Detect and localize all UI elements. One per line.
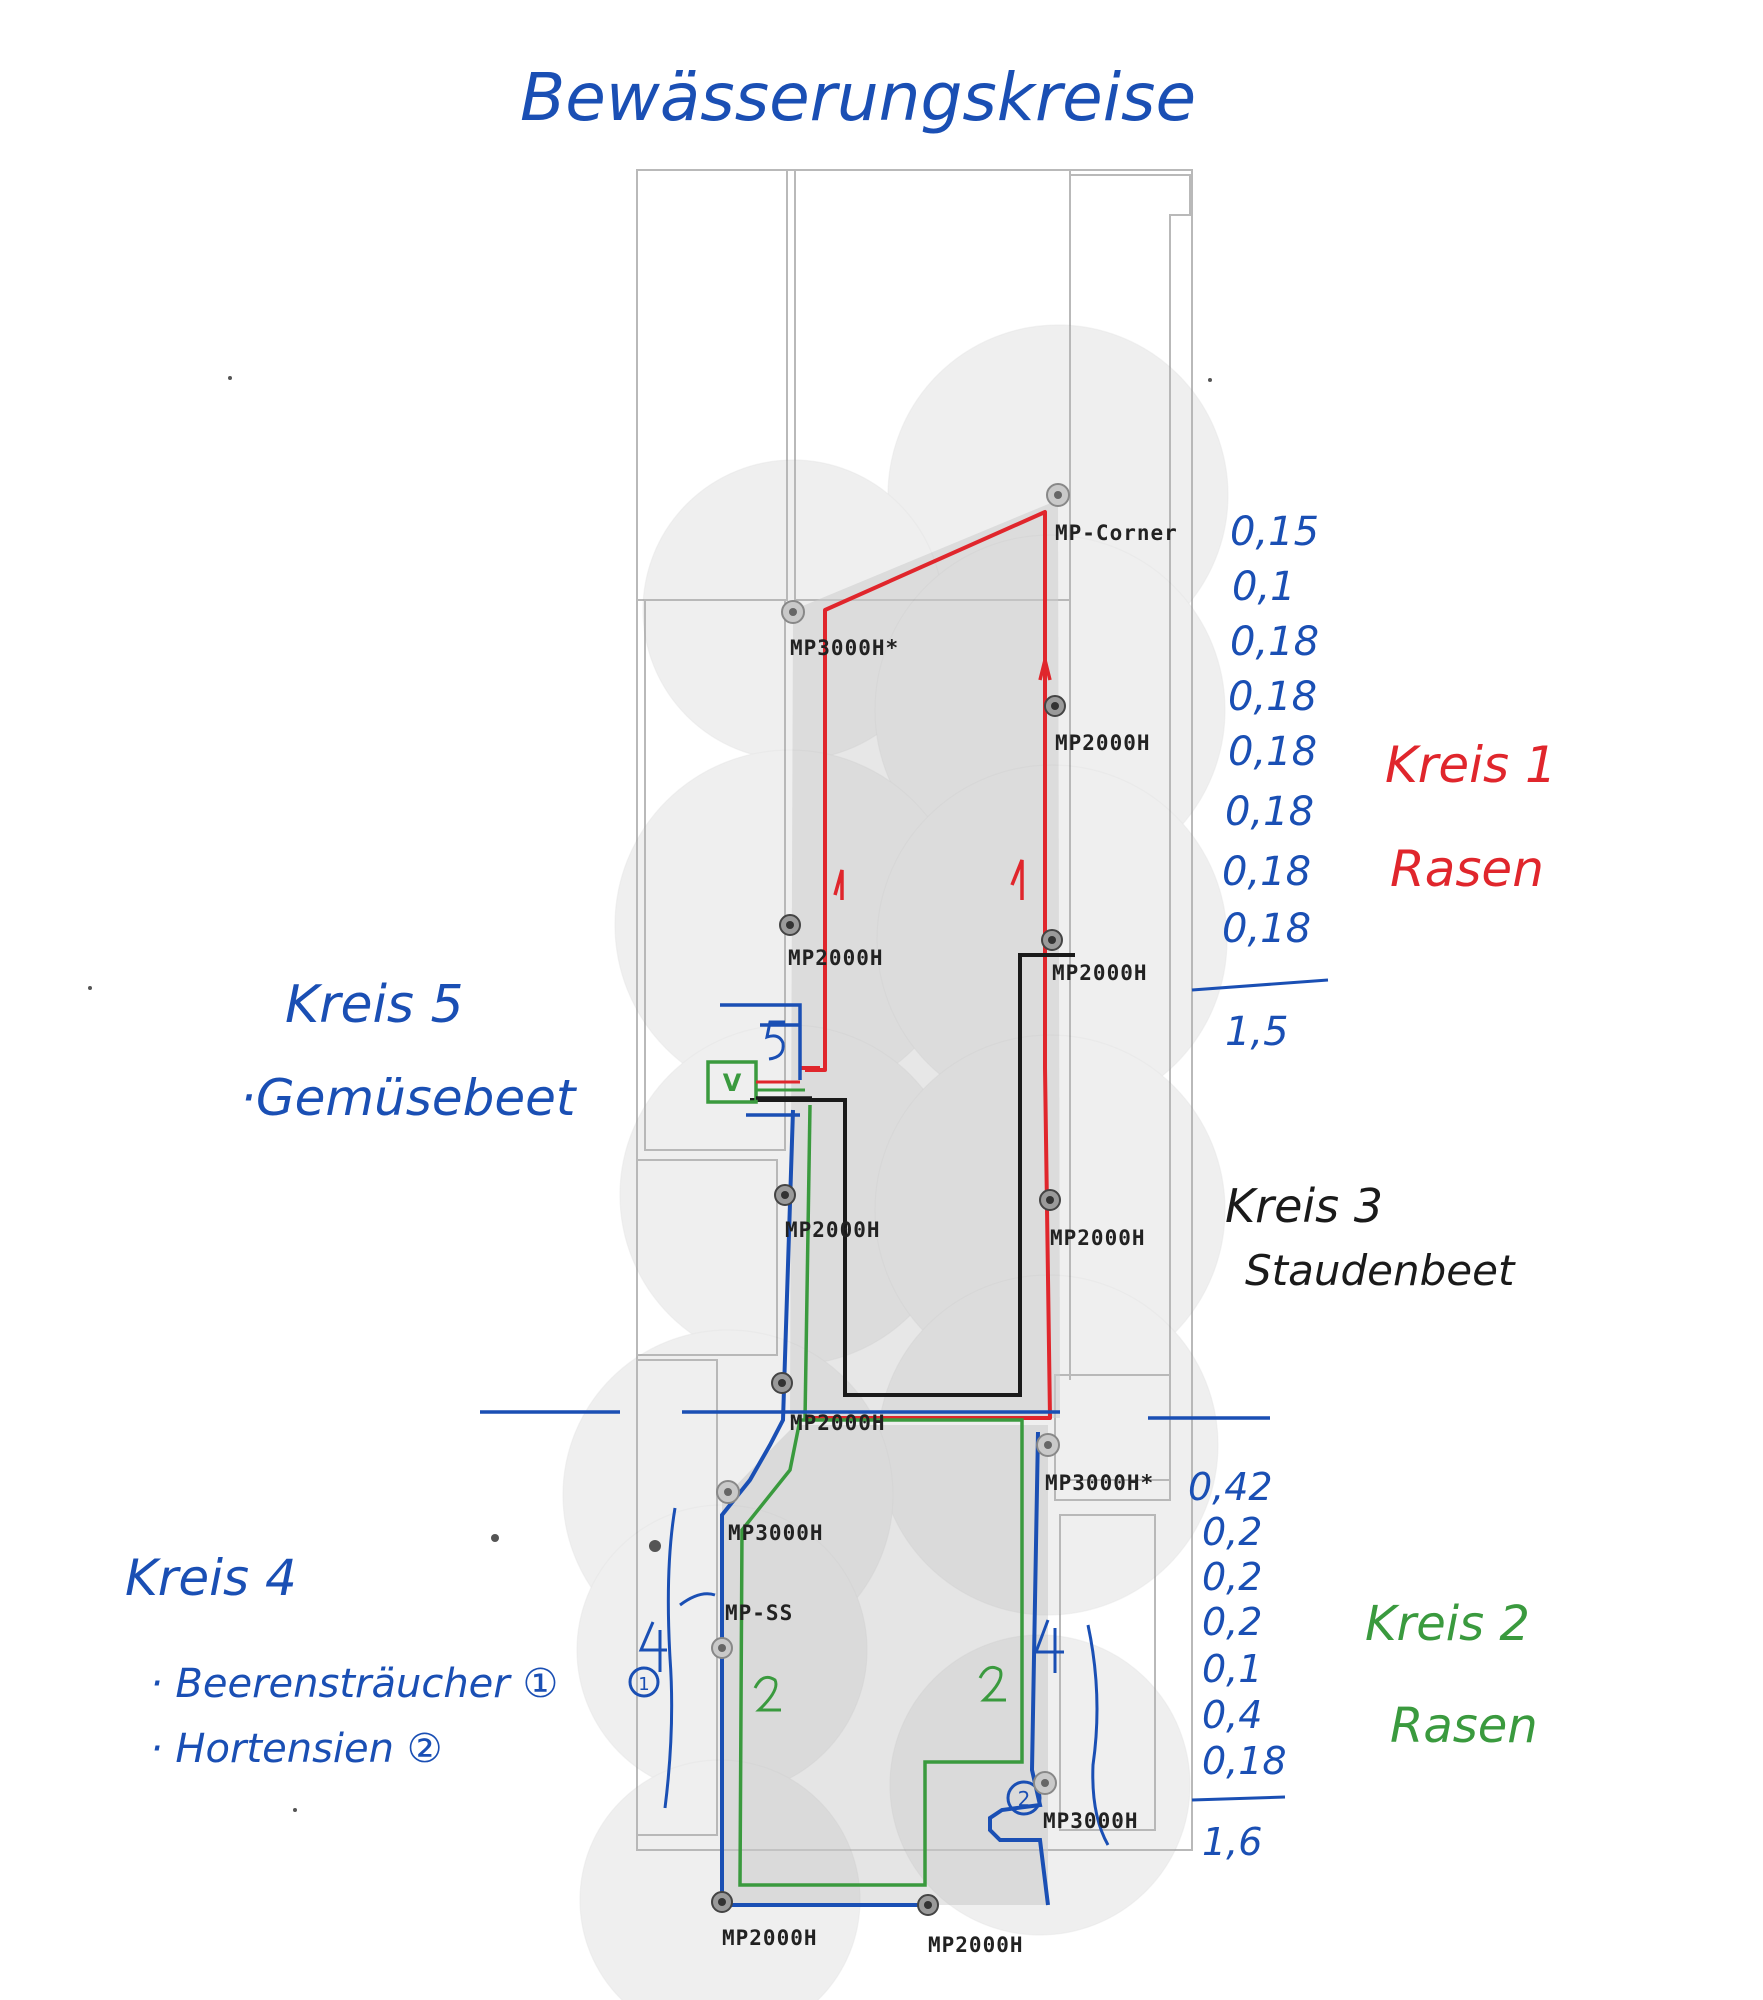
sprinkler-mp2000h-right3 xyxy=(1039,1189,1061,1211)
kreis1-value: 0,18 xyxy=(1225,789,1314,835)
label-mp3000h-left-low: MP3000H xyxy=(728,1521,824,1545)
kreis1-value: 0,18 xyxy=(1228,729,1317,775)
sprinkler-mp3000h-right-low xyxy=(1033,1771,1057,1795)
zone-upper xyxy=(790,500,1060,1418)
label-mp3000h-top: MP3000H* xyxy=(790,636,899,660)
page-title: Bewässerungskreise xyxy=(520,59,1196,136)
kreis2-value: 0,4 xyxy=(1202,1693,1262,1737)
label-mp3000h-right-low: MP3000H xyxy=(1043,1809,1139,1833)
kreis5-label: Kreis 5 xyxy=(285,975,464,1035)
left-strip-mid xyxy=(636,1159,778,1356)
valve-box: V xyxy=(706,1060,812,1104)
kreis4-marker-left xyxy=(638,1621,667,1672)
kreis3-label: Kreis 3 xyxy=(1225,1179,1383,1233)
kreis1-sub: Rasen xyxy=(1390,840,1544,898)
label-mp3000h-right-mid: MP3000H* xyxy=(1045,1471,1154,1495)
sprinkler-mp2000h-left2 xyxy=(774,1184,796,1206)
sprinkler-mp2000h-bottom-left xyxy=(711,1891,733,1913)
sprinkler-mp2000h-right2 xyxy=(1041,929,1063,951)
sprinkler-mp2000h-left1 xyxy=(779,914,801,936)
kreis5-marker xyxy=(765,1020,785,1061)
kreis2-sub: Rasen xyxy=(1390,1698,1538,1754)
label-mp2000h-right2: MP2000H xyxy=(1052,961,1148,985)
kreis2-label: Kreis 2 xyxy=(1365,1596,1530,1652)
kreis1-values: 0,15 0,1 0,18 0,18 0,18 0,18 0,18 0,18 1… xyxy=(1191,509,1329,1055)
kreis3-sub: Staudenbeet xyxy=(1245,1246,1516,1295)
sprinkler-mp2000h-mid xyxy=(771,1372,793,1394)
kreis3-pipe xyxy=(750,953,1075,1397)
label-mp-ss: MP-SS xyxy=(725,1601,793,1625)
label-mp2000h-right3: MP2000H xyxy=(1050,1226,1146,1250)
circle-marker-1-left: 1 xyxy=(628,1666,660,1698)
divider-lines xyxy=(480,1410,1270,1420)
kreis4-brackets xyxy=(663,1507,1110,1846)
kreis1-value: 0,15 xyxy=(1230,509,1319,555)
kreis5-pipe xyxy=(720,1003,802,1117)
kreis2-pipe xyxy=(738,1104,1024,1887)
label-mp2000h-left1: MP2000H xyxy=(788,946,884,970)
label-mp2000h-bottom-left: MP2000H xyxy=(722,1926,818,1950)
kreis2-total: 1,6 xyxy=(1202,1820,1262,1864)
sprinkler-heads xyxy=(711,483,1070,1916)
kreis2-value: 0,42 xyxy=(1188,1465,1273,1509)
svg-text:V: V xyxy=(723,1069,742,1097)
kreis1-value: 0,1 xyxy=(1232,564,1296,610)
sprinkler-mp2000h-right1 xyxy=(1044,695,1066,717)
kreis2-values: 0,42 0,2 0,2 0,2 0,1 0,4 0,18 1,6 xyxy=(1188,1465,1287,1864)
label-mp2000h-right1: MP2000H xyxy=(1055,731,1151,755)
right-box-low xyxy=(1059,1514,1156,1831)
circle-marker-2-right: 2 xyxy=(1006,1780,1042,1816)
label-mp2000h-mid: MP2000H xyxy=(790,1411,886,1435)
sprinkler-mp3000h-left-low xyxy=(716,1480,740,1504)
left-strip-low xyxy=(636,1359,718,1836)
sprinkler-mp-corner xyxy=(1046,483,1070,507)
left-strip-upper xyxy=(644,599,786,1151)
kreis1-legend: Kreis 1 Rasen xyxy=(1385,736,1557,898)
sprinkler-mp2000h-bottom-right xyxy=(917,1894,939,1916)
kreis2-value: 0,2 xyxy=(1202,1510,1262,1554)
kreis1-value: 0,18 xyxy=(1230,619,1319,665)
kreis2-value: 0,2 xyxy=(1202,1555,1262,1599)
sprinkler-labels: MP-Corner MP3000H* MP2000H MP2000H MP200… xyxy=(722,521,1178,1957)
svg-text:1: 1 xyxy=(638,1674,649,1695)
kreis1-label: Kreis 1 xyxy=(1385,736,1557,794)
kreis2-value: 0,18 xyxy=(1202,1739,1287,1783)
kreis1-sum-line xyxy=(1191,978,1329,992)
kreis1-pipe xyxy=(800,510,1052,1420)
kreis5-legend: Kreis 5 ·Gemüsebeet xyxy=(240,975,578,1127)
sprinkler-mp3000h-right-mid xyxy=(1036,1433,1060,1457)
kreis2-legend: Kreis 2 Rasen xyxy=(1365,1596,1538,1754)
sprinkler-mp-ss xyxy=(711,1637,733,1659)
scan-specks xyxy=(88,376,1212,1812)
kreis4-item: · Beerensträucher ① xyxy=(150,1661,558,1707)
zone-lower xyxy=(722,1425,1048,1905)
kreis4-marker-right xyxy=(1033,1619,1064,1673)
kreis4-label: Kreis 4 xyxy=(125,1549,297,1607)
kreis4-legend: Kreis 4 · Beerensträucher ① · Hortensien… xyxy=(125,1549,558,1772)
kreis5-sub: ·Gemüsebeet xyxy=(240,1069,578,1127)
kreis2-sum-line xyxy=(1191,1795,1286,1802)
kreis2-value: 0,1 xyxy=(1202,1647,1262,1691)
kreis1-total: 1,5 xyxy=(1225,1009,1289,1055)
coverage-zones xyxy=(562,324,1229,2000)
building-right-top xyxy=(1070,174,1191,1481)
sprinkler-mp3000h-top xyxy=(781,600,805,624)
label-mp-corner: MP-Corner xyxy=(1055,521,1178,545)
kreis4-item: · Hortensien ② xyxy=(150,1726,443,1772)
kreis2-markers xyxy=(753,1665,1006,1712)
kreis1-flow-arrows xyxy=(833,659,1052,900)
kreis2-value: 0,2 xyxy=(1202,1600,1262,1644)
kreis3-legend: Kreis 3 Staudenbeet xyxy=(1225,1179,1516,1295)
svg-text:2: 2 xyxy=(1018,1787,1031,1811)
label-mp2000h-left2: MP2000H xyxy=(785,1218,881,1242)
kreis1-value: 0,18 xyxy=(1222,849,1311,895)
label-mp2000h-bottom-right: MP2000H xyxy=(928,1933,1024,1957)
kreis1-value: 0,18 xyxy=(1228,674,1317,720)
kreis1-value: 0,18 xyxy=(1222,906,1311,952)
